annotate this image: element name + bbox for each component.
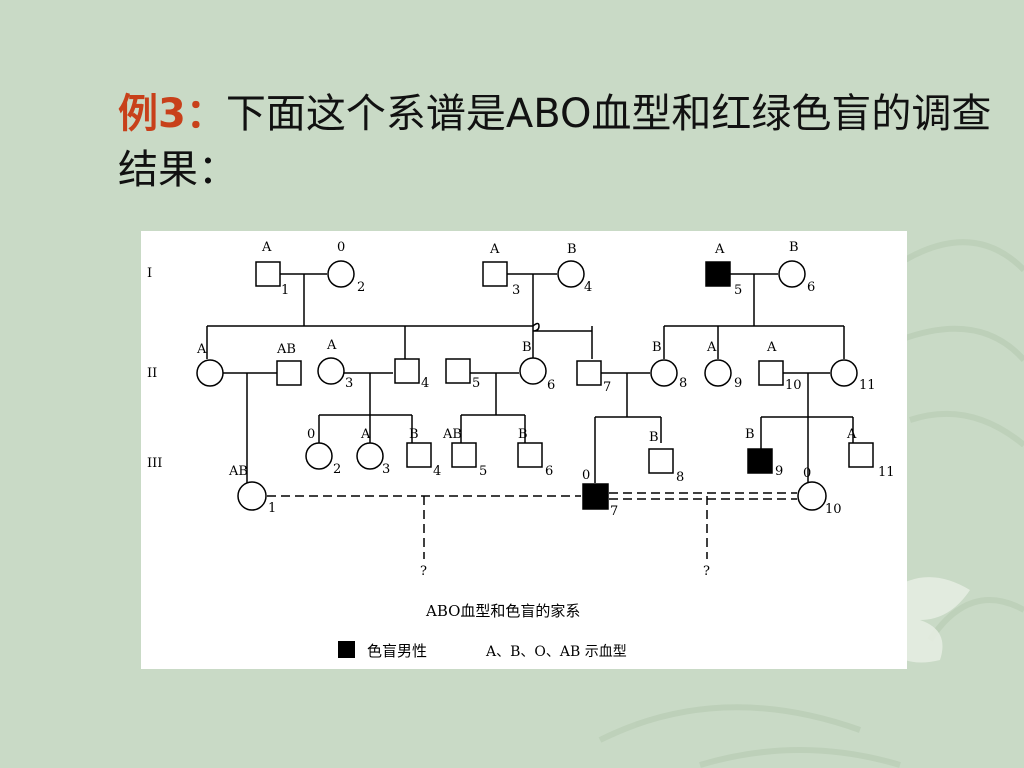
pedigree-diagram: I II III A 1 0 2 A 3 B 4 A 5 B 6 A AB A … <box>141 231 907 669</box>
individual-number: 11 <box>878 465 895 480</box>
blood-type-label: AB <box>276 342 296 357</box>
blood-type-label: A <box>489 242 500 257</box>
blood-type-label: 0 <box>337 240 345 255</box>
blood-type-label: B <box>567 242 577 257</box>
blood-type-label: B <box>652 340 662 355</box>
blood-type-label: B <box>789 240 799 255</box>
individual-number: 5 <box>472 376 480 391</box>
pedigree-male-I-3 <box>482 261 508 287</box>
individual-number: 7 <box>610 504 618 519</box>
pedigree-female-III-1 <box>237 481 267 511</box>
individual-number: 3 <box>345 376 353 391</box>
pedigree-male-II-4 <box>394 358 420 384</box>
blood-type-label: 0 <box>803 466 811 481</box>
pedigree-female-III-10 <box>797 481 827 511</box>
individual-number: 11 <box>859 378 876 393</box>
individual-number: 9 <box>775 464 783 479</box>
individual-number: 5 <box>479 464 487 479</box>
blood-type-label: 0 <box>582 468 590 483</box>
generation-label: III <box>147 456 162 471</box>
blood-type-label: A <box>326 338 337 353</box>
pedigree-male-III-4 <box>406 442 432 468</box>
blood-type-label: A <box>706 340 717 355</box>
diagram-caption: ABO血型和色盲的家系 <box>425 602 580 620</box>
title-text: 下面这个系谱是ABO血型和红绿色盲的调查结果： <box>118 91 992 193</box>
individual-number: 4 <box>584 280 592 295</box>
generation-label: II <box>147 366 157 381</box>
pedigree-female-III-2 <box>305 442 333 470</box>
individual-number: 2 <box>357 280 365 295</box>
individual-number: 6 <box>547 378 555 393</box>
individual-number: 9 <box>734 376 742 391</box>
blood-type-label: A <box>261 240 272 255</box>
blood-type-label: AB <box>228 464 248 479</box>
pedigree-male-II-7 <box>576 360 602 386</box>
unknown-offspring-mark: ? <box>420 564 427 579</box>
pedigree-male-III-6 <box>517 442 543 468</box>
individual-number: 3 <box>382 462 390 477</box>
pedigree-male-I-1 <box>255 261 281 287</box>
blood-type-label: AB <box>442 427 462 442</box>
blood-type-label: B <box>522 340 532 355</box>
blood-type-label: B <box>409 427 419 442</box>
pedigree-female-II-3 <box>317 357 345 385</box>
pedigree-female-II-6 <box>519 357 547 385</box>
blood-type-label: A <box>846 427 857 442</box>
pedigree-female-II-9 <box>704 359 732 387</box>
unknown-offspring-mark: ? <box>703 564 710 579</box>
individual-number: 7 <box>603 380 611 395</box>
generation-label: I <box>147 266 152 281</box>
sibship-line <box>207 322 592 332</box>
slide-title: 例3：下面这个系谱是ABO血型和红绿色盲的调查结果： <box>118 86 998 198</box>
individual-number: 1 <box>281 283 289 298</box>
blood-type-label: A <box>714 242 725 257</box>
pedigree-affected-male-III-7 <box>582 483 609 510</box>
individual-number: 8 <box>676 470 684 485</box>
pedigree-male-II-5 <box>445 358 471 384</box>
pedigree-male-II-10 <box>758 360 784 386</box>
individual-number: 3 <box>512 283 520 298</box>
pedigree-male-III-8 <box>648 448 674 474</box>
pedigree-female-I-4 <box>557 260 585 288</box>
pedigree-female-I-2 <box>327 260 355 288</box>
blood-type-label: A <box>196 342 207 357</box>
individual-number: 4 <box>421 376 429 391</box>
individual-number: 1 <box>268 501 276 516</box>
pedigree-male-III-5 <box>451 442 477 468</box>
individual-number: 10 <box>785 378 802 393</box>
title-example-number: 例3： <box>118 91 226 137</box>
legend-blood-types: A、B、O、AB 示血型 <box>485 644 627 660</box>
pedigree-female-II-11 <box>830 359 858 387</box>
pedigree-female-II-8 <box>650 359 678 387</box>
individual-number: 5 <box>734 283 742 298</box>
individual-number: 2 <box>333 462 341 477</box>
legend-affected-male-swatch <box>338 641 355 658</box>
pedigree-female-I-6 <box>778 260 806 288</box>
blood-type-label: B <box>518 427 528 442</box>
individual-number: 6 <box>807 280 815 295</box>
blood-type-label: 0 <box>307 427 315 442</box>
individual-number: 10 <box>825 502 842 517</box>
blood-type-label: A <box>360 427 371 442</box>
pedigree-affected-male-III-9 <box>747 448 773 474</box>
individual-number: 4 <box>433 464 441 479</box>
pedigree-female-III-3 <box>356 442 384 470</box>
individual-number: 8 <box>679 376 687 391</box>
individual-number: 6 <box>545 464 553 479</box>
pedigree-female-II-a <box>196 359 224 387</box>
blood-type-label: B <box>745 427 755 442</box>
pedigree-male-II-b <box>276 360 302 386</box>
blood-type-label: B <box>649 430 659 445</box>
pedigree-male-III-11 <box>848 442 874 468</box>
legend-colorblind-male: 色盲男性 <box>367 642 427 660</box>
blood-type-label: A <box>766 340 777 355</box>
pedigree-affected-male-I-5 <box>705 261 731 287</box>
